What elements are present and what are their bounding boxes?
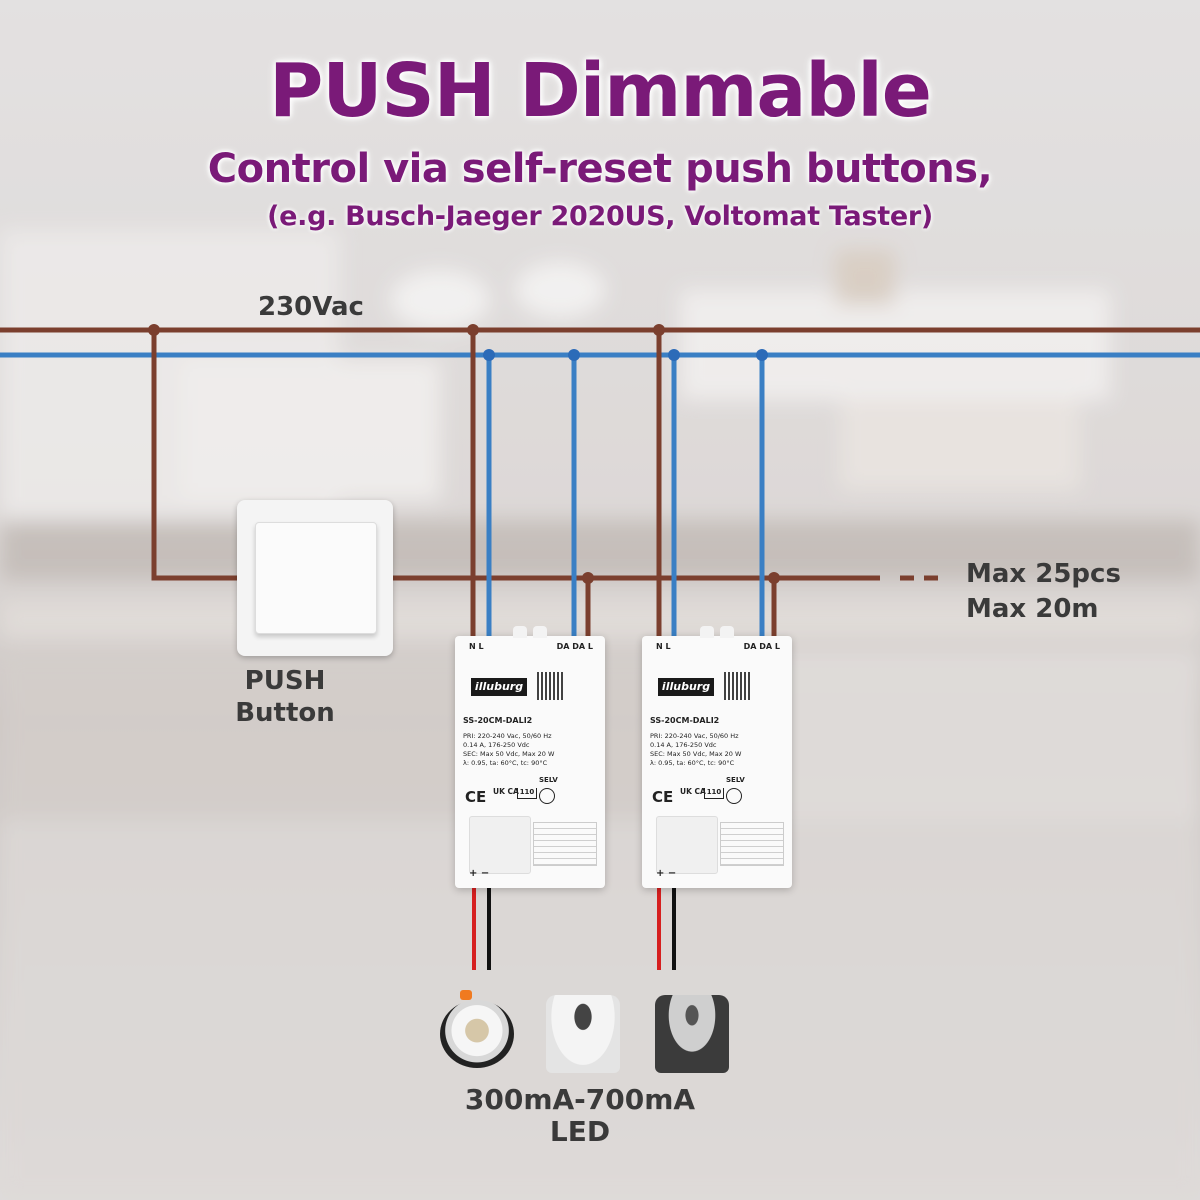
max-length-label: Max 20m xyxy=(966,594,1099,624)
driver-spec-line: PRI: 220-240 Vac, 50/60 Hz xyxy=(463,732,552,740)
driver-clip xyxy=(533,626,547,638)
switch-wire xyxy=(151,330,240,581)
driver-clip xyxy=(513,626,527,638)
led-spotlight-white-icon xyxy=(546,995,620,1073)
qr-code-icon xyxy=(724,672,750,700)
max-count-label: Max 25pcs xyxy=(966,559,1121,589)
driver-terminal-left: N L xyxy=(469,642,484,651)
junction-dot xyxy=(653,324,665,336)
junction-dot xyxy=(568,349,580,361)
junction-dot xyxy=(668,349,680,361)
driver-spec-line: λ: 0.95, ta: 60°C, tc: 90°C xyxy=(463,759,548,767)
push-button-label: PUSH Button xyxy=(230,665,340,729)
output-polarity-icon: + − xyxy=(469,868,490,879)
push-button-label-line1: PUSH xyxy=(244,666,326,696)
junction-dot xyxy=(467,324,479,336)
driver-terminal-right: DA DA L xyxy=(743,642,780,651)
output-setting-table xyxy=(533,822,597,866)
led-driver-2: N L DA DA L illuburg SS-20CM-DALI2 PRI: … xyxy=(642,626,792,888)
driver-model: SS-20CM-DALI2 xyxy=(650,716,720,725)
ce-mark: CE xyxy=(465,788,487,806)
driver-brand-logo: illuburg xyxy=(471,678,527,696)
led-current-label-line1: 300mA-700mA xyxy=(464,1083,696,1116)
push-button-switch xyxy=(237,500,393,656)
driver-dip-switch-area xyxy=(469,816,531,874)
driver-spec-line: PRI: 220-240 Vac, 50/60 Hz xyxy=(650,732,739,740)
selv-mark: SELV xyxy=(539,776,558,784)
class-symbol-icon xyxy=(726,788,742,804)
led-spotlight-black-icon xyxy=(655,995,729,1073)
driver-specs: PRI: 220-240 Vac, 50/60 Hz 0.14 A, 176-2… xyxy=(463,732,554,768)
selv-mark: SELV xyxy=(726,776,745,784)
driver-spec-line: SEC: Max 50 Vdc, Max 20 W xyxy=(650,750,742,758)
driver-terminal-left: N L xyxy=(656,642,671,651)
driver-spec-line: 0.14 A, 176-250 Vdc xyxy=(650,741,717,749)
junction-dot xyxy=(768,572,780,584)
page-subtitle: Control via self-reset push buttons, xyxy=(207,146,993,192)
led-clip-icon xyxy=(460,990,472,1000)
ce-mark: CE xyxy=(652,788,674,806)
junction-dot xyxy=(483,349,495,361)
ukca-mark: UK CA xyxy=(680,787,706,796)
led-current-label: 300mA-700mA LED xyxy=(440,1084,720,1148)
driver-dip-switch-area xyxy=(656,816,718,874)
switch-rocker xyxy=(255,522,377,634)
output-polarity-icon: + − xyxy=(656,868,677,879)
led-driver-1: N L DA DA L illuburg SS-20CM-DALI2 PRI: … xyxy=(455,626,605,888)
led-downlight-icon xyxy=(440,1000,514,1068)
driver-brand-logo: illuburg xyxy=(658,678,714,696)
junction-dot xyxy=(756,349,768,361)
qr-code-icon xyxy=(537,672,563,700)
driver-spec-line: λ: 0.95, ta: 60°C, tc: 90°C xyxy=(650,759,735,767)
driver-clip xyxy=(720,626,734,638)
driver-terminal-right: DA DA L xyxy=(556,642,593,651)
junction-dot xyxy=(582,572,594,584)
driver-spec-line: 0.14 A, 176-250 Vdc xyxy=(463,741,530,749)
ukca-mark: UK CA xyxy=(493,787,519,796)
driver-clip xyxy=(700,626,714,638)
junction-dot xyxy=(148,324,160,336)
driver-specs: PRI: 220-240 Vac, 50/60 Hz 0.14 A, 176-2… xyxy=(650,732,741,768)
page-title: PUSH Dimmable xyxy=(269,48,932,134)
example-note: (e.g. Busch-Jaeger 2020US, Voltomat Tast… xyxy=(267,201,933,232)
temperature-mark: 110 xyxy=(704,788,724,799)
driver-spec-line: SEC: Max 50 Vdc, Max 20 W xyxy=(463,750,555,758)
driver-model: SS-20CM-DALI2 xyxy=(463,716,533,725)
push-button-label-line2: Button xyxy=(235,698,335,728)
supply-voltage-label: 230Vac xyxy=(258,292,364,322)
led-current-label-line2: LED xyxy=(549,1115,611,1148)
output-setting-table xyxy=(720,822,784,866)
class-symbol-icon xyxy=(539,788,555,804)
temperature-mark: 110 xyxy=(517,788,537,799)
